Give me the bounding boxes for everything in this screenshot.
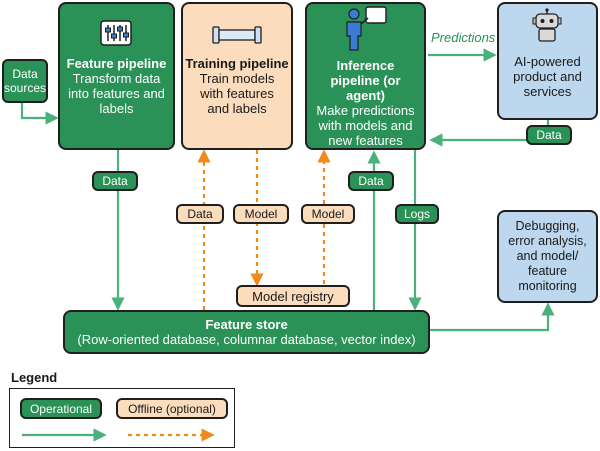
legend-operational: Operational	[20, 398, 102, 419]
presenter-icon	[346, 6, 387, 51]
model-label-registry-text: Model	[244, 207, 278, 221]
robot-icon	[532, 8, 562, 42]
data-sources-label: Data sources	[4, 67, 47, 95]
ai-product-node: AI-powered product and services	[497, 2, 598, 120]
feature-store-node: Feature store (Row-oriented database, co…	[63, 310, 430, 354]
model-label-inference-text: Model	[311, 207, 345, 221]
legend-operational-text: Operational	[29, 401, 93, 416]
ai-product-desc: AI-powered product and services	[513, 54, 582, 99]
feature-store-desc: (Row-oriented database, columnar databas…	[77, 332, 416, 347]
feature-pipeline-desc: Transform data into features and labels	[68, 71, 165, 116]
inference-pipeline-title: Inference pipeline (or agent)	[330, 58, 401, 103]
data-label-feature: Data	[92, 171, 138, 191]
legend-title: Legend	[11, 370, 58, 385]
predictions-label: Predictions	[431, 30, 496, 45]
sliders-icon	[100, 20, 132, 46]
feature-store-title: Feature store	[205, 317, 288, 332]
logs-label-text: Logs	[403, 207, 431, 221]
legend-box	[9, 388, 235, 448]
data-label-feature-text: Data	[102, 174, 128, 188]
model-label-registry: Model	[233, 204, 289, 224]
data-label-inference-text: Data	[358, 174, 384, 188]
inference-pipeline-desc: Make predictions with models and new fea…	[316, 103, 415, 148]
data-label-training-text: Data	[187, 207, 213, 221]
debugging-node: Debugging, error analysis, and model/ fe…	[497, 210, 598, 303]
data-label-product-text: Data	[536, 128, 562, 142]
inference-pipeline-node: Inference pipeline (or agent) Make predi…	[305, 2, 426, 150]
data-label-inference: Data	[348, 171, 394, 191]
model-registry-label: Model registry	[252, 288, 334, 304]
data-label-training: Data	[176, 204, 224, 224]
arrow-sources-to-feature	[20, 103, 59, 125]
arrow-store-to-debugging	[430, 302, 555, 332]
feature-pipeline-title: Feature pipeline	[66, 56, 167, 71]
training-pipeline-node: Training pipeline Train models with feat…	[181, 2, 293, 150]
data-label-product: Data	[526, 125, 572, 145]
feature-pipeline-node: Feature pipeline Transform data into fea…	[58, 2, 175, 150]
legend-offline-text: Offline (optional)	[128, 401, 216, 416]
model-label-inference: Model	[301, 204, 355, 224]
legend-offline: Offline (optional)	[116, 398, 228, 419]
data-sources-node: Data sources	[2, 59, 48, 103]
training-pipeline-desc: Train models with features and labels	[199, 71, 275, 116]
debugging-desc: Debugging, error analysis, and model/ fe…	[508, 219, 587, 293]
model-registry-node: Model registry	[236, 285, 350, 307]
training-pipeline-title: Training pipeline	[185, 56, 289, 71]
logs-label: Logs	[395, 204, 439, 224]
pipe-icon	[212, 26, 262, 44]
